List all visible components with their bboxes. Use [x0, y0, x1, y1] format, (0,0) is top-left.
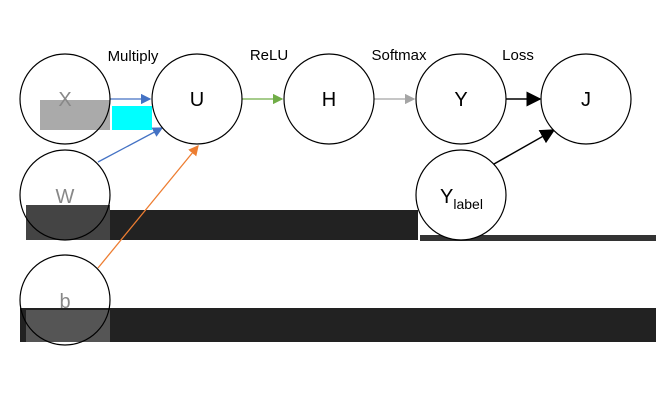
edge-w-to-u — [97, 127, 164, 163]
node-b-circle — [19, 254, 111, 346]
node-b-label: b — [59, 291, 70, 313]
edge-label-loss: Loss — [502, 47, 534, 64]
edge-ylabel-to-j — [493, 129, 556, 165]
node-b: b — [19, 254, 111, 346]
dark-band-top — [110, 210, 418, 240]
node-ylabel-circle — [415, 149, 507, 241]
node-j: J — [540, 53, 632, 145]
node-ylabel-main: Y — [440, 186, 453, 208]
node-y: Y — [415, 53, 507, 145]
node-j-circle — [540, 53, 632, 145]
node-y-circle — [415, 53, 507, 145]
node-ylabel-label: Ylabel — [440, 186, 483, 212]
render-artifacts — [20, 100, 656, 342]
cyan-block — [112, 106, 152, 130]
node-ylabel: Ylabel — [415, 149, 507, 241]
edge-labels: Multiply ReLU Softmax Loss — [108, 47, 534, 65]
dark-block-b — [26, 310, 110, 342]
edge-b-to-u — [97, 144, 199, 269]
node-u: U — [151, 53, 243, 145]
dark-band-right — [420, 235, 656, 241]
node-ylabel-subscript: label — [453, 196, 483, 212]
dark-band-bottom — [20, 308, 656, 342]
node-j-label: J — [581, 89, 591, 111]
node-w-label: W — [56, 186, 75, 208]
gray-block-x — [40, 100, 110, 130]
node-x-circle — [19, 53, 111, 145]
edge-label-relu: ReLU — [250, 47, 288, 64]
node-h-label: H — [322, 89, 336, 111]
edge-label-multiply: Multiply — [108, 48, 159, 65]
node-w-circle — [19, 149, 111, 241]
node-x-label: X — [58, 89, 71, 111]
node-y-label: Y — [454, 89, 467, 111]
node-h: H — [283, 53, 375, 145]
dark-block-w — [26, 205, 110, 240]
edge-label-softmax: Softmax — [371, 47, 427, 64]
node-u-circle — [151, 53, 243, 145]
edges — [97, 91, 556, 269]
node-h-circle — [283, 53, 375, 145]
node-x: X — [19, 53, 111, 145]
node-w: W — [19, 149, 111, 241]
nodes: X W b U H Y Ylabel J — [19, 53, 632, 346]
node-u-label: U — [190, 89, 204, 111]
